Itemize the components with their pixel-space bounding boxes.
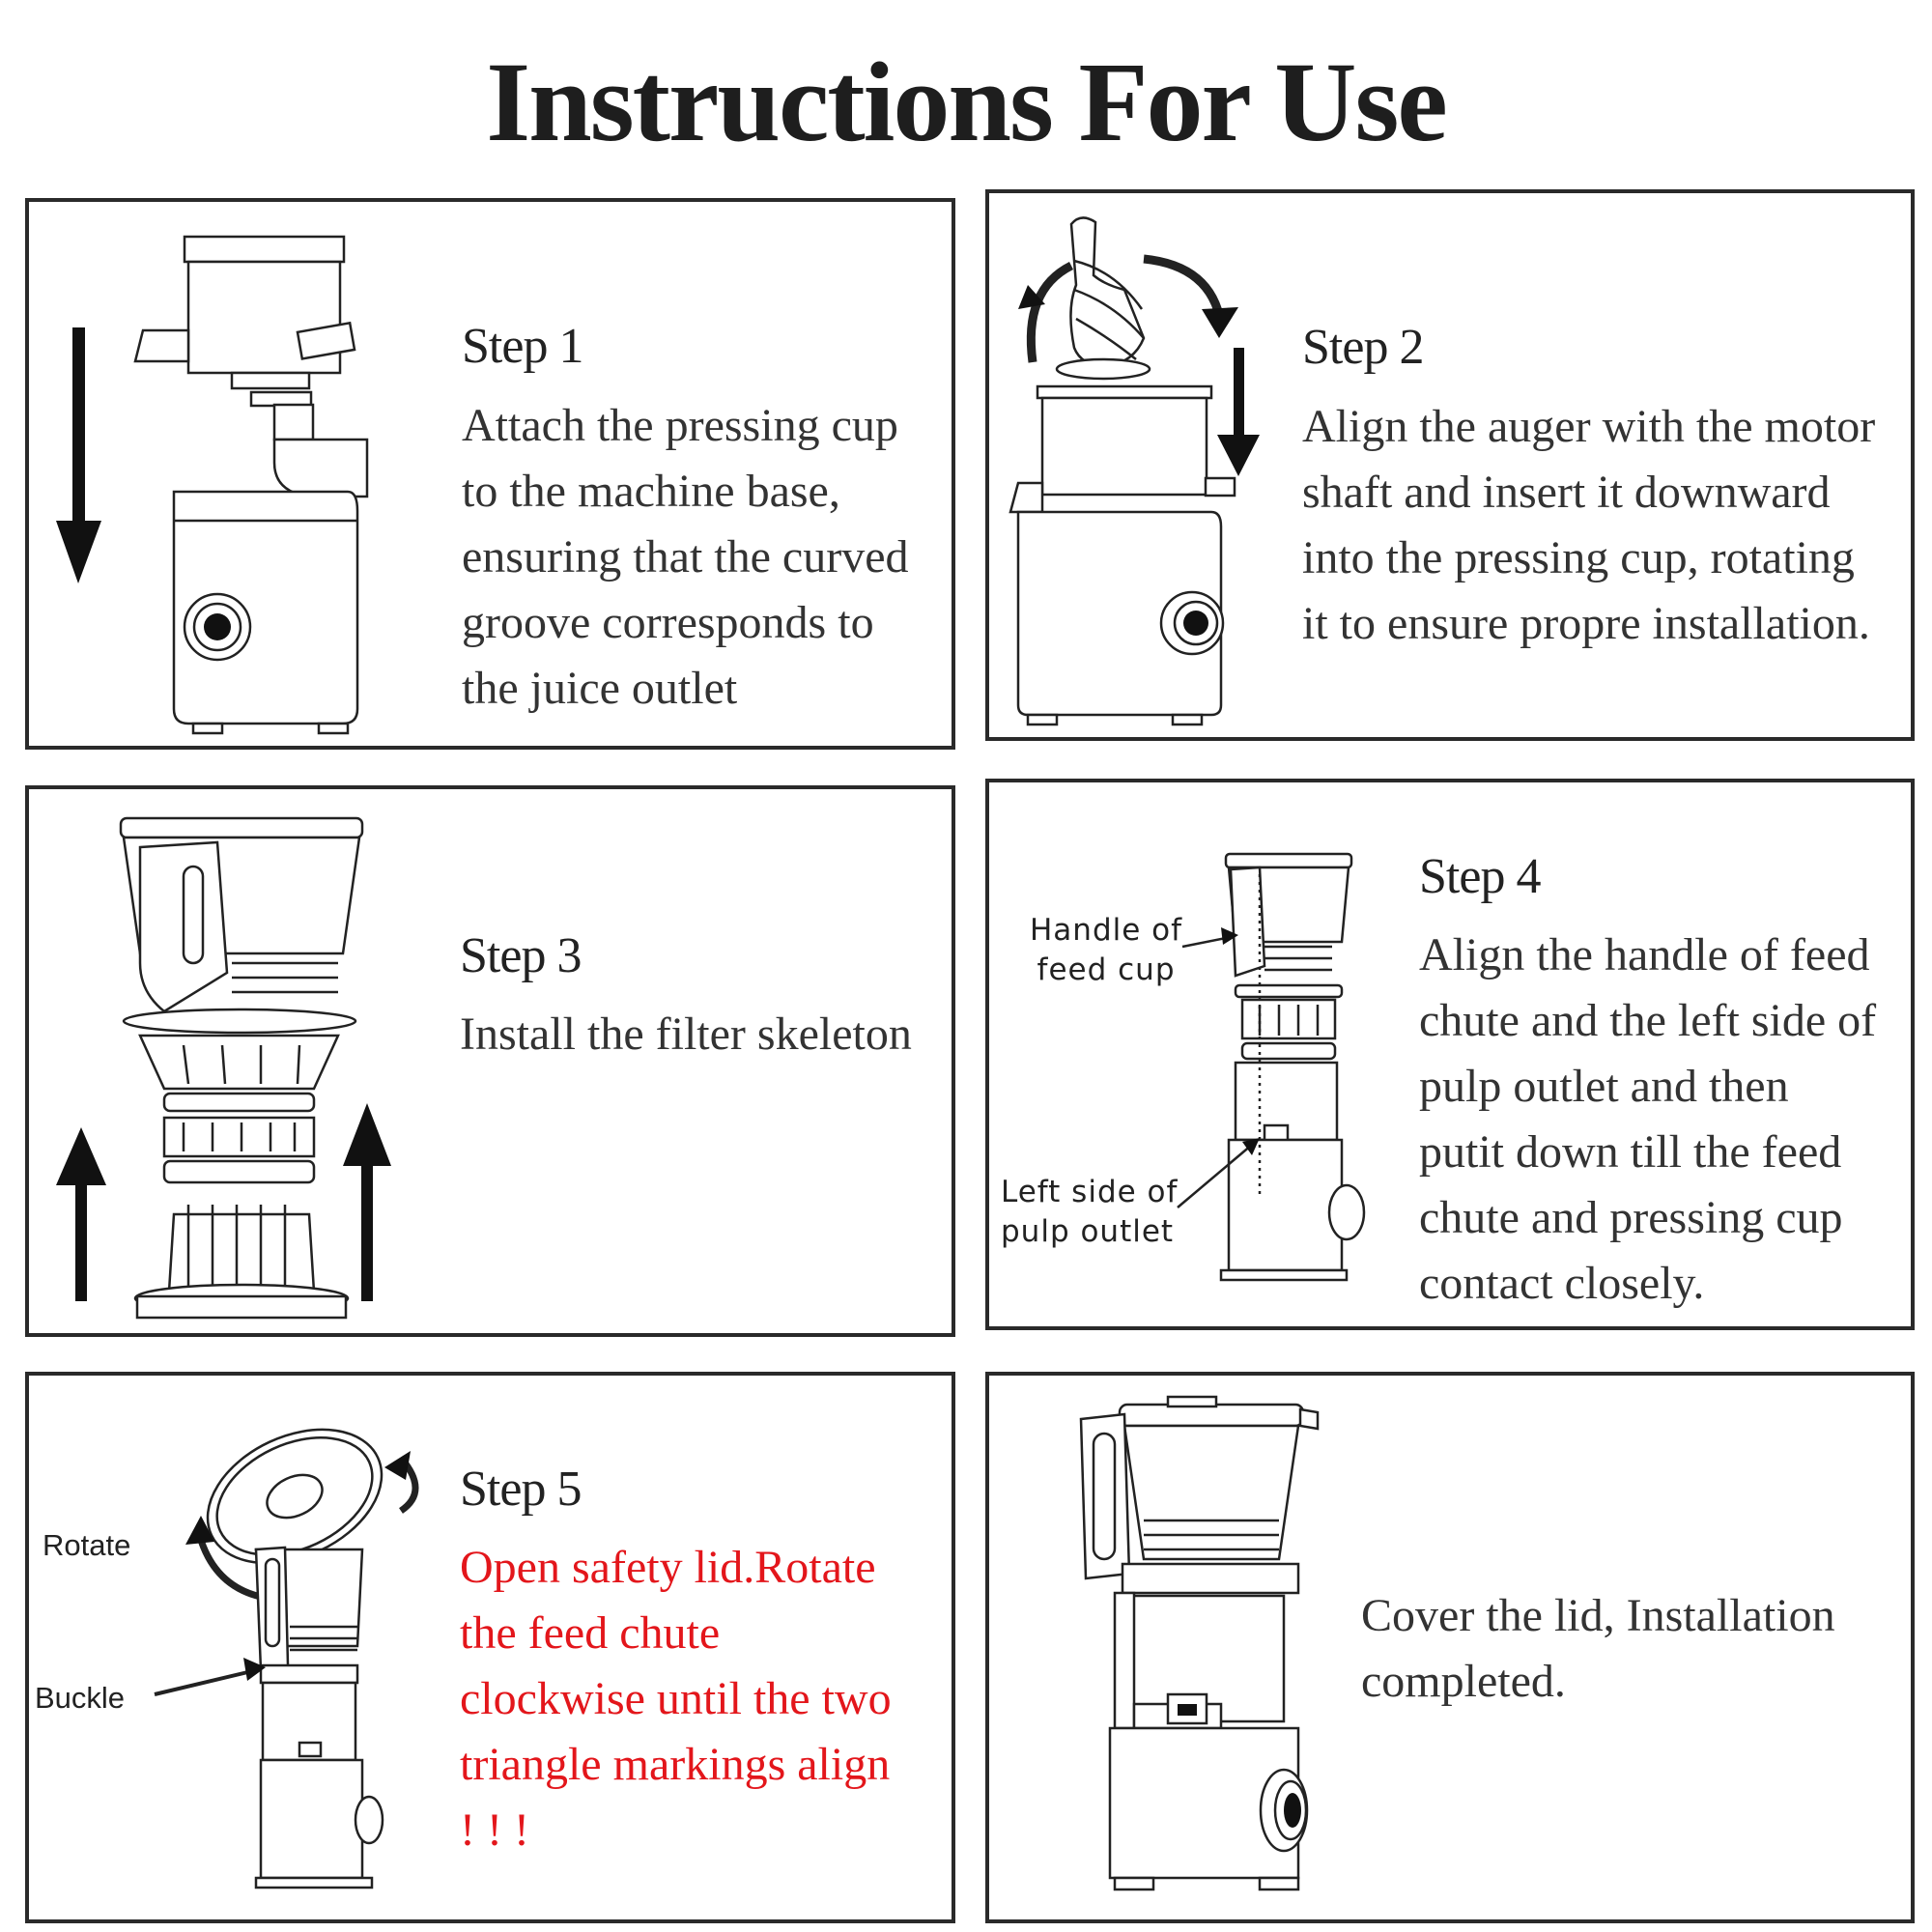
step-4-description: Align the handle of feed chute and the l… — [1419, 923, 1876, 1317]
step-4-line: putit down till the feed — [1419, 1126, 1842, 1178]
step-5-title: Step 5 — [460, 1462, 582, 1517]
step-5-warning-text: Open safety lid.Rotate the feed chute cl… — [460, 1535, 892, 1863]
step-final-description: Cover the lid, Installation completed. — [1361, 1583, 1835, 1715]
callout-line: Handle of — [1030, 913, 1183, 948]
callout-line: pulp outlet — [1001, 1214, 1175, 1249]
step-1-description: Attach the pressing cup to the machine b… — [462, 393, 909, 722]
step-2-line: Align the auger with the motor — [1302, 401, 1876, 452]
callout-arrow-icon — [1221, 927, 1238, 945]
step-1-line: Attach the pressing cup — [462, 400, 898, 451]
step-5-line: the feed chute — [460, 1607, 721, 1659]
step-2-line: shaft and insert it downward — [1302, 467, 1831, 518]
juicer-base-illustration — [56, 235, 369, 735]
step-4-title: Step 4 — [1419, 849, 1541, 904]
filter-skeleton-illustration — [56, 816, 391, 1320]
step-final-line: Cover the lid, Installation — [1361, 1590, 1835, 1641]
callout-arrow-icon — [243, 1658, 266, 1681]
step-1-line: the juice outlet — [462, 663, 738, 714]
step-3-panel: Step 3 Install the filter skeleton — [25, 785, 955, 1337]
step-1-line: groove corresponds to — [462, 597, 874, 648]
safety-lid-illustration — [154, 1428, 419, 1889]
step-1-panel: Step 1 Attach the pressing cup to the ma… — [25, 198, 955, 750]
callout-line: feed cup — [1037, 952, 1176, 987]
callout-line: Left side of — [1001, 1175, 1179, 1209]
up-arrow-icon — [56, 1127, 106, 1301]
step-final-panel: Cover the lid, Installation completed. — [985, 1372, 1915, 1923]
left-side-of-pulp-outlet-label: Left side of pulp outlet — [1001, 1173, 1178, 1252]
step-4-line: pulp outlet and then — [1419, 1061, 1789, 1112]
rotate-arrow-icon — [1026, 261, 1074, 363]
step-5-line: clockwise until the two — [460, 1673, 892, 1724]
step-4-panel: Handle of feed cup Left side of pulp out… — [985, 779, 1915, 1330]
callout-arrow-icon — [1242, 1138, 1260, 1155]
step-2-title: Step 2 — [1302, 320, 1424, 375]
step-3-line: Install the filter skeleton — [460, 1009, 912, 1060]
buckle-label: Buckle — [35, 1681, 126, 1715]
up-arrow-icon — [343, 1103, 391, 1301]
step-5-line: triangle markings align — [460, 1739, 891, 1790]
handle-of-feed-cup-label: Handle of feed cup — [1030, 911, 1182, 990]
step-1-title: Step 1 — [462, 319, 583, 374]
step-3-description: Install the filter skeleton — [460, 1002, 912, 1067]
feed-chute-alignment-illustration — [1177, 852, 1366, 1282]
step-2-line: into the pressing cup, rotating — [1302, 532, 1855, 583]
step-2-description: Align the auger with the motor shaft and… — [1302, 394, 1875, 657]
step-4-line: chute and the left side of — [1419, 995, 1877, 1046]
step-final-line: completed. — [1361, 1656, 1566, 1707]
step-1-line: to the machine base, — [462, 466, 840, 517]
step-5-line: ! ! ! — [460, 1804, 529, 1856]
auger-illustration — [1009, 216, 1260, 726]
page-title: Instructions For Use — [486, 39, 1448, 165]
step-4-line: contact closely. — [1419, 1258, 1705, 1309]
step-2-line: it to ensure propre installation. — [1302, 598, 1870, 649]
step-5-line: Open safety lid.Rotate — [460, 1542, 876, 1593]
step-1-line: ensuring that the curved — [462, 531, 909, 582]
step-3-title: Step 3 — [460, 928, 582, 983]
down-arrow-icon — [1217, 348, 1260, 476]
step-5-panel: Rotate Buckle Step 5 Open safety lid.Rot… — [25, 1372, 955, 1923]
step-2-panel: Step 2 Align the auger with the motor sh… — [985, 189, 1915, 741]
step-4-line: Align the handle of feed — [1419, 929, 1870, 980]
down-arrow-icon — [56, 327, 101, 583]
rotate-label: Rotate — [43, 1528, 131, 1562]
step-4-line: chute and pressing cup — [1419, 1192, 1843, 1243]
assembled-juicer-illustration — [1079, 1395, 1320, 1891]
